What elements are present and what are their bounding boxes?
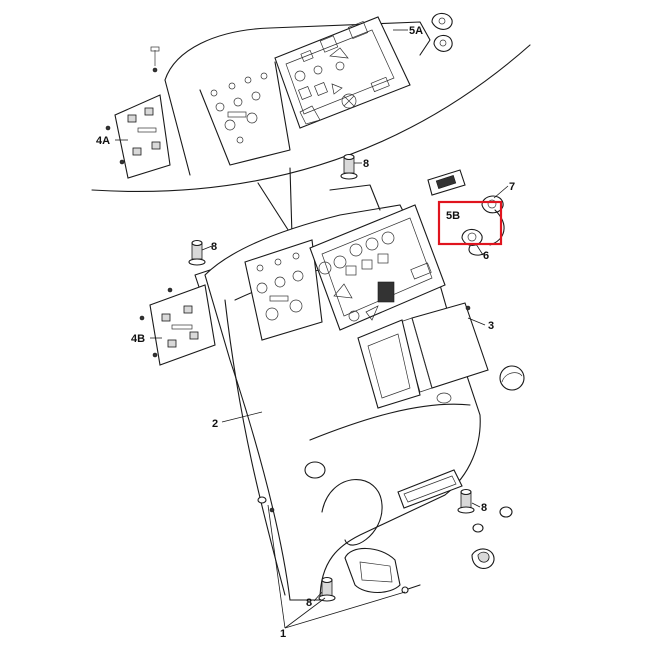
housing-lower-edge — [309, 403, 471, 441]
inset-housing-left — [164, 79, 191, 176]
fastener-8-top — [340, 153, 358, 180]
inset-control-panel-5a — [274, 16, 411, 129]
clamp — [344, 547, 401, 594]
fastener-8-right — [457, 488, 475, 514]
callout-5b: 5B — [446, 210, 460, 222]
inset-connectors — [431, 12, 453, 52]
callout-4b: 4B — [131, 333, 145, 345]
inset-bezel — [199, 61, 291, 166]
inset-bracket-4a — [105, 46, 171, 179]
callout-3: 3 — [488, 320, 494, 332]
callout-1: 1 — [280, 628, 286, 640]
magnifier-line-left — [257, 182, 293, 237]
grommets — [471, 506, 513, 569]
fastener-8-left — [188, 239, 206, 266]
detail-inset — [91, 12, 531, 237]
callout-7: 7 — [509, 181, 515, 193]
callout-6: 6 — [483, 250, 489, 262]
callout-8-left: 8 — [211, 241, 217, 253]
control-panel — [309, 204, 446, 331]
callout-4a: 4A — [96, 135, 110, 147]
inset-housing-top — [164, 21, 431, 81]
housing-lip — [194, 269, 211, 291]
opening-frame — [357, 319, 452, 409]
callout-labels: 1 2 3 4A 4B 5A 5B 6 7 8 8 8 8 — [96, 25, 515, 640]
cable-loop — [321, 479, 383, 546]
magnifier-line-right — [289, 167, 293, 237]
callout-8-top: 8 — [363, 158, 369, 170]
leader-lines — [115, 29, 509, 629]
top-rib — [329, 184, 381, 211]
callout-2: 2 — [212, 418, 218, 430]
highlight-box-5b — [437, 200, 503, 246]
housing-side-edge — [224, 299, 286, 596]
gauge-bezel-holes — [256, 252, 304, 321]
cap — [499, 365, 525, 391]
fastener-8-bottom — [318, 576, 336, 602]
callout-5a: 5A — [409, 25, 423, 37]
gauge-bezel — [244, 239, 323, 341]
bracket-4b — [139, 284, 216, 366]
main-assembly — [139, 153, 525, 602]
callout-8-right: 8 — [481, 502, 487, 514]
lower-cutouts — [304, 461, 463, 509]
access-cover — [399, 302, 489, 393]
inset-bezel-holes — [210, 72, 268, 144]
display-module — [427, 169, 466, 196]
inset-boundary-arc — [91, 44, 531, 193]
callout-8-bottom: 8 — [306, 597, 312, 609]
screws-1 — [257, 496, 421, 594]
